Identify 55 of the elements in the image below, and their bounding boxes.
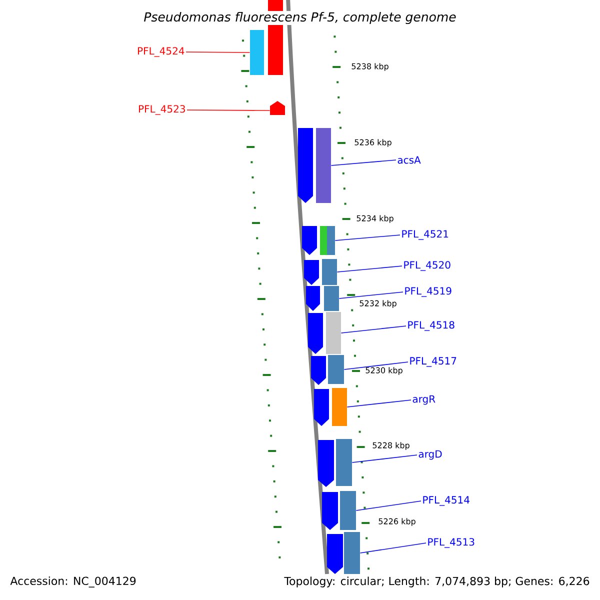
gene-block (250, 30, 264, 75)
gene-block (306, 286, 320, 311)
gene-label: PFL_4513 (428, 538, 474, 548)
gene-block (332, 388, 347, 426)
gene-label: PFL_4523 (138, 105, 185, 115)
leader-line (334, 234, 400, 241)
gene-block (311, 356, 326, 385)
gene-block (308, 313, 323, 354)
scale-label: 5238 kbp (352, 63, 388, 71)
gene-block (327, 226, 335, 255)
scale-label: 5234 kbp (356, 215, 394, 223)
gene-block (326, 312, 341, 354)
gene-label: PFL_4517 (410, 357, 456, 367)
leader-line (346, 400, 412, 408)
gene-block (304, 260, 319, 285)
scale-label: 5228 kbp (372, 442, 410, 450)
gene-block (316, 128, 331, 203)
gene-block (302, 226, 317, 255)
leader-line (360, 542, 426, 554)
leader-line (330, 160, 396, 166)
gene-label: PFL_4514 (423, 496, 470, 506)
scale-label: 5232 kbp (360, 300, 396, 308)
gene-block (340, 491, 356, 530)
accession-text: Accession: NC_004129 (10, 576, 136, 588)
gene-label: PFL_4519 (405, 287, 452, 297)
leader-line (338, 292, 404, 299)
gene-block (318, 440, 334, 487)
leader-line (336, 266, 402, 272)
gene-block (322, 492, 338, 530)
gene-label: PFL_4518 (408, 321, 454, 331)
gene-block (324, 286, 339, 311)
gene-block (270, 101, 285, 115)
leader-line (186, 110, 270, 111)
gene-block (328, 355, 344, 384)
leader-line (340, 326, 406, 334)
genome-info-text: Topology: circular; Length: 7,074,893 bp; Genes: 6,226 (284, 576, 590, 588)
gene-label: argR (412, 395, 436, 405)
gene-block (344, 532, 360, 574)
gene-label: acsA (398, 156, 421, 164)
gene-label: PFL_4520 (404, 261, 450, 271)
scale-label: 5236 kbp (354, 139, 392, 147)
leader-line (186, 52, 250, 53)
gene-label: PFL_4524 (138, 47, 184, 57)
gene-label: argD (418, 450, 442, 460)
gene-block (314, 389, 329, 426)
gene-block (327, 534, 343, 574)
leader-line (352, 454, 418, 463)
scale-label: 5226 kbp (378, 518, 416, 526)
gene-block (322, 259, 337, 285)
gene-label: PFL_4521 (402, 230, 448, 240)
gene-block (298, 128, 313, 203)
scale-label: 5230 kbp (366, 367, 402, 375)
title: Pseudomonas fluorescens Pf-5, complete genome (142, 10, 458, 26)
gene-block (336, 439, 352, 486)
leader-line (356, 500, 422, 511)
